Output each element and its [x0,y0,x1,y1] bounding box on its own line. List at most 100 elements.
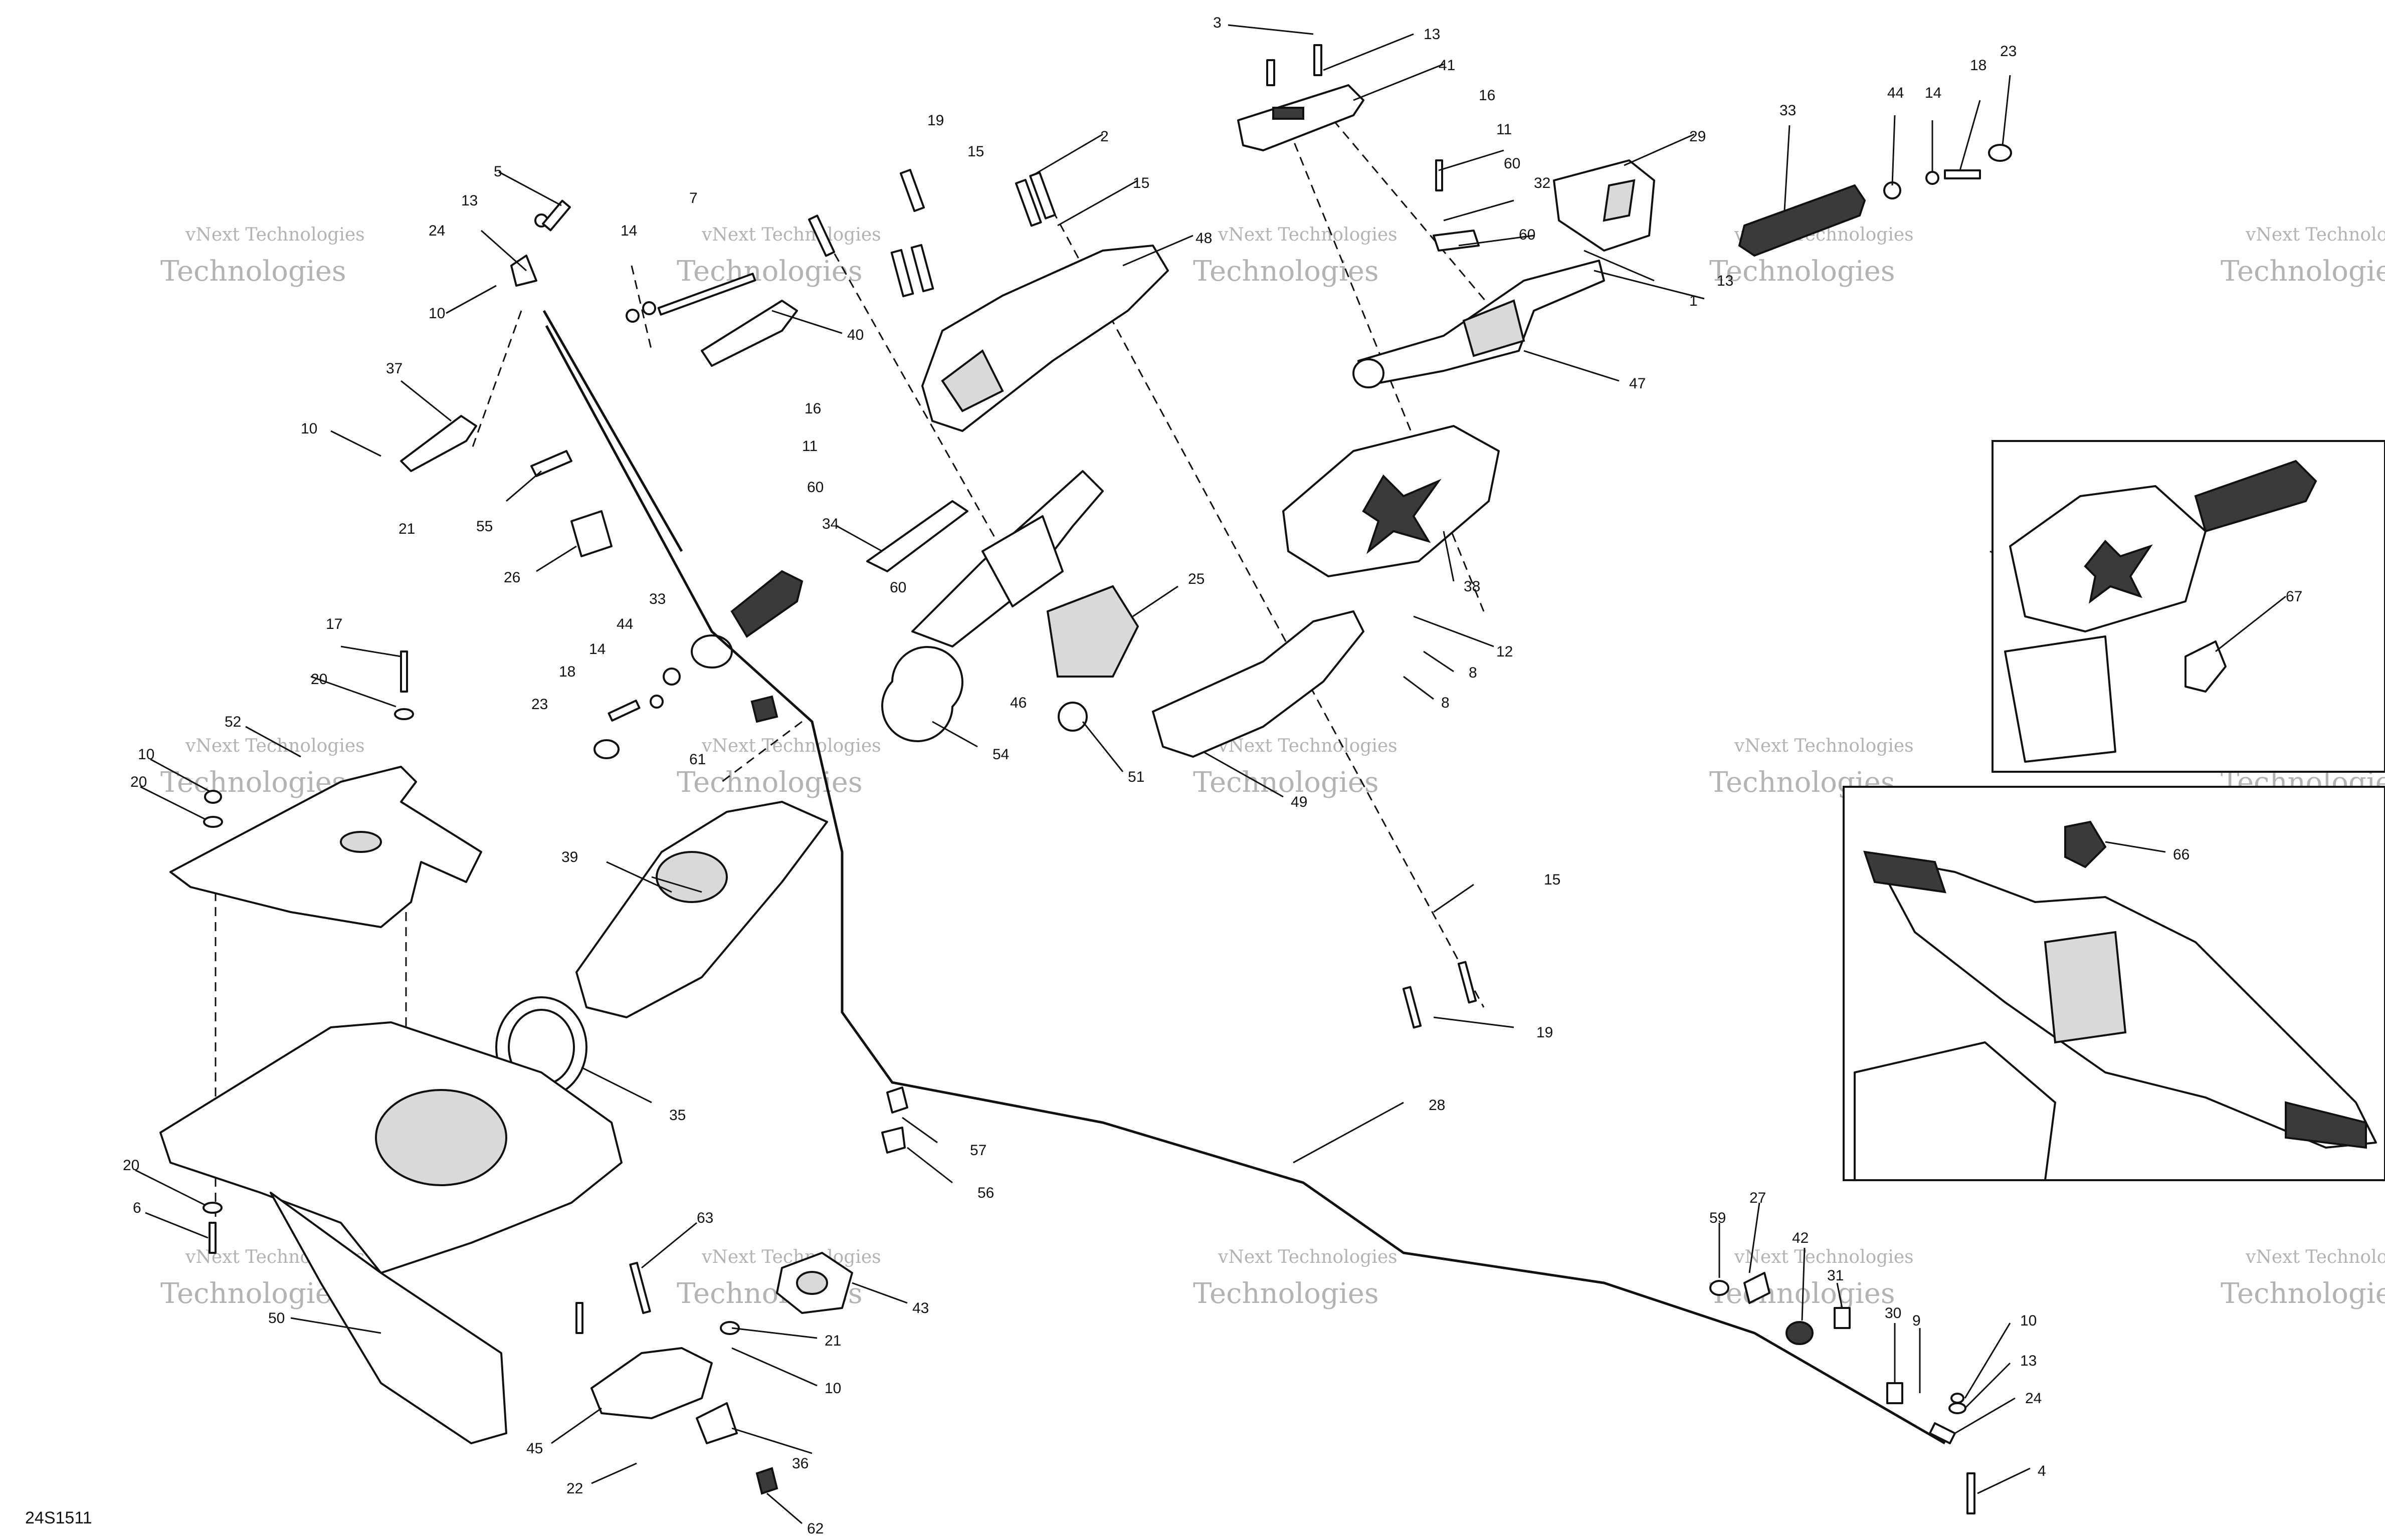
callout-67: 67 [2286,588,2302,605]
watermark: vNext Technologies Technologies [1709,1247,1914,1310]
callout-8: 8 [1469,665,1477,681]
watermark-line2: Technologies [1193,766,1379,799]
washer-part [1709,1280,1729,1296]
callout-8: 8 [1441,695,1450,711]
bolt-part [899,168,925,212]
callout-10: 10 [301,420,317,437]
callout-47: 47 [1629,375,1646,392]
steering-base-leg [270,1192,507,1444]
callout-10: 10 [825,1380,841,1397]
leader-line [1748,1202,1760,1273]
callout-22: 22 [566,1480,583,1497]
steering-plate-hole [340,831,382,853]
callout-20: 20 [123,1157,139,1174]
watermark-line2: Technologies [677,766,863,799]
inset-hull [1854,1041,2056,1181]
assembly-line [470,310,522,452]
watermark-line1: vNext Technologies [2245,1247,2385,1267]
leader-line [1122,235,1194,267]
leader-line [340,645,402,657]
callout-11: 11 [1496,121,1512,138]
callout-19: 19 [927,112,944,129]
throttle-cover-detail [1603,179,1636,222]
mount-part [696,1402,738,1444]
leader-line [1438,149,1504,171]
leader-line [1228,24,1314,35]
screw-part [1966,1472,1975,1514]
callout-6: 6 [133,1200,141,1216]
watermark-line2: Technologies [160,1277,346,1310]
leader-line [551,1407,602,1444]
nut-part [1950,1393,1964,1404]
leader-line [135,1169,206,1206]
callout-46: 46 [1010,695,1027,711]
pin-part [1435,159,1443,191]
leader-line [1836,1282,1843,1308]
callout-14: 14 [589,641,606,657]
leader-line [1082,721,1124,772]
inset-cap-logo [2084,540,2153,604]
leader-line [1323,33,1414,71]
callout-4: 4 [2038,1463,2046,1479]
callout-34: 34 [822,516,839,532]
watermark-line1: vNext Technologies [701,225,881,245]
clamp-part [701,300,798,367]
callout-66: 66 [2173,846,2190,863]
callout-33: 33 [649,591,666,607]
inset-console [2004,635,2116,763]
callout-56: 56 [977,1185,994,1201]
steering-cover-detail [941,349,1004,412]
leader-line [1032,133,1103,176]
callout-15: 15 [1544,871,1560,888]
watermark: vNext Technologies Technologies [160,736,365,799]
screw-part [1313,44,1322,76]
leader-line [1403,676,1434,700]
washer-part [394,708,414,720]
bushing-part [1886,1382,1903,1404]
callout-54: 54 [992,746,1009,763]
washer-part [642,301,656,315]
leader-line [902,1117,938,1144]
callout-50: 50 [268,1310,285,1327]
left-grip-part [730,570,804,638]
leader-line [1433,1016,1514,1028]
leader-line [2215,595,2286,652]
inset-left-grip [1863,850,1946,894]
bolt-part [1944,169,1981,179]
leader-line [506,470,542,502]
callout-23: 23 [531,696,548,713]
flange-hole [796,1271,828,1295]
bolt-part [629,1261,651,1314]
watermark: vNext Technologies Technologies [677,225,881,288]
leader-line [641,1222,697,1269]
leader-line [591,1462,637,1484]
callout-42: 42 [1792,1230,1809,1246]
pin-part [542,199,571,232]
screw-part [400,650,408,693]
leader-line [771,310,843,334]
nut-part [204,790,222,804]
washer-part [626,309,640,323]
callout-60: 60 [1519,227,1535,243]
callout-59: 59 [1709,1210,1726,1226]
bolt-part [1015,178,1042,227]
diagram-reference-code: 24S1511 [25,1508,92,1527]
callout-30: 30 [1885,1305,1901,1322]
leader-line [731,1427,813,1454]
leader-line [1801,1247,1806,1321]
screw-part [575,1302,583,1334]
callout-40: 40 [847,327,864,343]
callout-15: 15 [1133,175,1149,191]
throttle-cable-part [545,325,1946,1445]
inset-top [1992,440,2385,773]
leader-line [1891,115,1896,186]
callout-51: 51 [1128,769,1144,785]
callout-44: 44 [617,616,633,632]
callout-25: 25 [1188,571,1205,587]
handlebar-end [1352,358,1384,388]
watermark: vNext Technologies Technologies [1193,225,1398,288]
steering-support-part [1152,610,1364,758]
bushing-part [570,510,613,557]
leader-line [1458,235,1534,247]
callout-13: 13 [1717,273,1733,289]
